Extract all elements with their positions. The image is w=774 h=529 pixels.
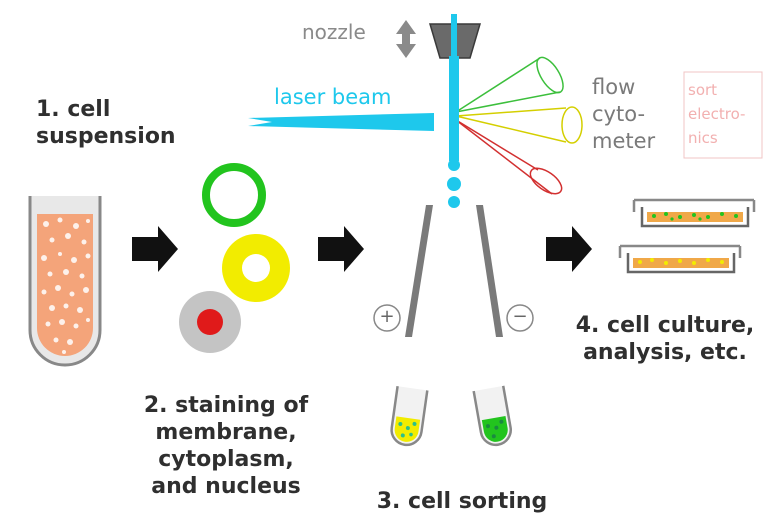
step2-label: 2. staining of membrane, cytoplasm, and … <box>143 393 309 499</box>
right-arrow-icon <box>546 226 592 272</box>
stained-cytoplasm-cell <box>222 234 290 302</box>
sort-electronics-box <box>683 71 763 159</box>
step4-label: 4. cell culture, analysis, etc. <box>575 313 755 365</box>
plus-sign: + <box>379 306 395 327</box>
stained-membrane-cell <box>202 163 266 227</box>
petri-dish-icon <box>618 244 742 274</box>
nozzle-label: nozzle <box>302 20 366 44</box>
flow-cytometer-label: flow cyto- meter <box>592 75 656 153</box>
collection-tube-left <box>390 386 429 447</box>
nozzle-icon <box>428 14 482 59</box>
sort-electronics-label: sort electro- nics <box>688 81 746 147</box>
up-down-arrow-icon <box>396 20 416 58</box>
minus-sign: − <box>512 306 528 327</box>
stained-nucleus-cell <box>179 291 241 353</box>
positive-electrode <box>373 304 401 332</box>
detector-cones <box>455 56 583 195</box>
right-arrow-icon <box>318 226 364 272</box>
test-tube-icon <box>28 196 102 367</box>
deflection-plates <box>405 205 503 337</box>
step1-label: 1. cell suspension <box>36 97 176 149</box>
negative-electrode <box>506 304 534 332</box>
right-arrow-icon <box>132 226 178 272</box>
petri-dish-icon <box>632 198 756 228</box>
collection-tube-right <box>472 385 512 447</box>
laser-beam-label: laser beam <box>274 85 392 109</box>
step3-label: 3. cell sorting <box>376 489 548 514</box>
fluid-stream <box>447 56 461 208</box>
laser-beam <box>248 113 434 131</box>
